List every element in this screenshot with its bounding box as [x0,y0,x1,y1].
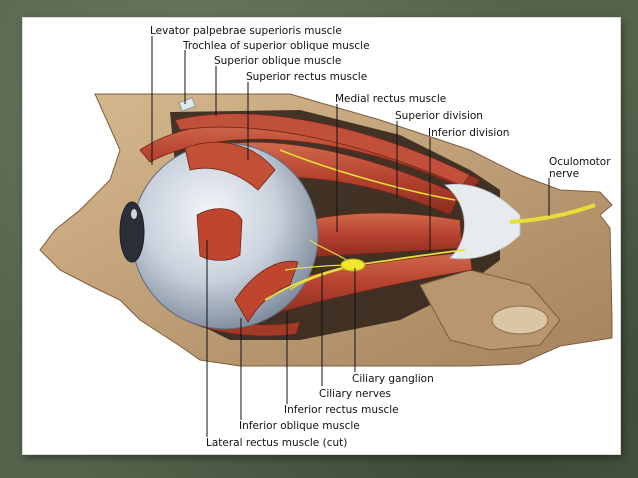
label-superior-rectus: Superior rectus muscle [246,71,367,83]
lateral-rectus-cut [196,208,243,261]
label-inferior-oblique: Inferior oblique muscle [239,420,360,432]
label-trochlea: Trochlea of superior oblique muscle [182,40,370,52]
label-levator: Levator palpebrae superioris muscle [150,25,342,37]
labels: Levator palpebrae superioris muscle Troc… [150,25,611,449]
label-inferior-division: Inferior division [428,127,509,139]
label-inferior-rectus: Inferior rectus muscle [284,404,399,416]
sinus-cavity [491,305,549,335]
iris-highlight [131,209,137,219]
label-ciliary-ganglion: Ciliary ganglion [352,373,434,385]
ciliary-nerves [284,239,351,291]
medial-rectus-muscle [289,212,463,259]
common-tendinous-ring [444,183,521,260]
superior-rectus-belly [184,141,276,191]
label-superior-division: Superior division [395,110,483,122]
cornea [119,201,145,263]
label-ciliary-nerves: Ciliary nerves [319,388,391,400]
label-oculomotor-line1: Oculomotor [549,156,611,168]
trochlea [178,97,196,112]
label-oculomotor-line2: nerve [549,168,579,180]
inferior-oblique-belly [234,260,299,323]
label-lateral-rectus: Lateral rectus muscle (cut) [206,437,347,449]
superior-division-nerve [279,149,456,201]
label-medial-rectus: Medial rectus muscle [335,93,446,105]
leader-lines [151,36,550,437]
ciliary-ganglion [340,258,366,272]
oculomotor-nerve [509,203,596,224]
label-superior-oblique: Superior oblique muscle [214,55,341,67]
